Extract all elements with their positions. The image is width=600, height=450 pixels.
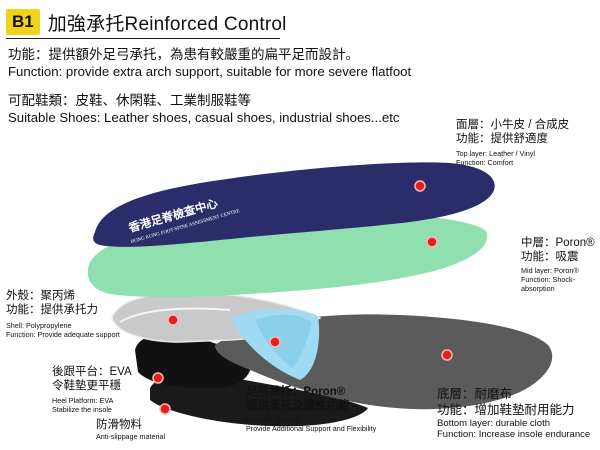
bottom-layer-marker <box>442 350 452 360</box>
mid-layer-marker <box>427 237 437 247</box>
shell-label: 外殼：聚丙烯 功能：提供承托力 Shell: Polypropylene Fun… <box>6 289 120 339</box>
antislip-label: 防滑物料 Anti-slippage material <box>96 418 165 441</box>
arch-marker <box>270 337 280 347</box>
heel-marker <box>153 373 163 383</box>
arch-fill-label: 足弓承托：Poron® 提供承托及彈性功能 Arch Fill: Poron® … <box>246 385 376 433</box>
bottom-layer-label: 底層：耐磨布 功能：增加鞋墊耐用能力 Bottom layer: durable… <box>437 386 590 440</box>
mid-layer-label: 中層：Poron® 功能：吸震 Mid layer: Poron® Functi… <box>521 236 595 293</box>
top-layer-marker <box>415 181 425 191</box>
shell-marker <box>168 315 178 325</box>
heel-platform-label: 後跟平台：EVA 令鞋墊更平穩 Heel Platform: EVA Stabi… <box>52 365 132 414</box>
top-layer-label: 面層：小牛皮 / 合成皮 功能：提供舒適度 Top layer: Leather… <box>456 118 569 167</box>
antislip-marker <box>160 404 170 414</box>
